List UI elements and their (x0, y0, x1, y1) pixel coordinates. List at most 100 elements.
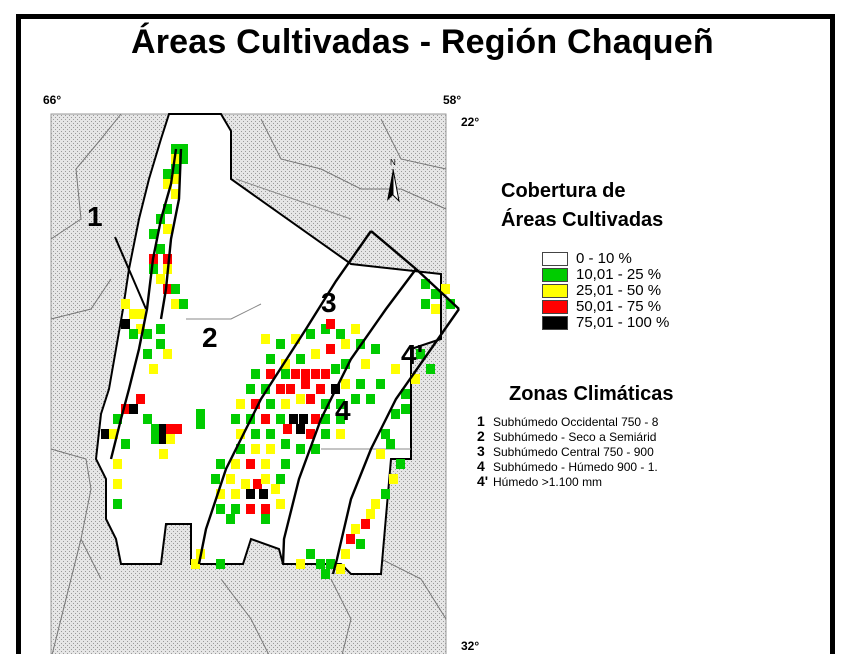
coverage-cell (381, 489, 390, 499)
coverage-cell (226, 514, 235, 524)
coverage-cell (246, 384, 255, 394)
zone-number: 3 (477, 443, 485, 459)
coverage-cell (356, 379, 365, 389)
coverage-cell (196, 409, 205, 419)
coverage-cell (251, 444, 260, 454)
coverage-cell (216, 559, 225, 569)
zone-text: Subhúmedo - Seco a Semiárid (493, 430, 657, 444)
coverage-cell (321, 324, 330, 334)
coverage-cell (266, 429, 275, 439)
coverage-cell (121, 404, 130, 414)
legend-label: 50,01 - 75 % (576, 298, 662, 315)
coverage-cell (129, 329, 138, 339)
coverage-cell (281, 369, 290, 379)
zone-number: 2 (477, 428, 485, 444)
coverage-cell (171, 299, 180, 309)
coverage-cell (391, 364, 400, 374)
coverage-cell (366, 509, 375, 519)
legend-label: 0 - 10 % (576, 250, 632, 267)
coverage-cell (191, 559, 200, 569)
coverage-cell (149, 229, 158, 239)
coverage-cell (196, 419, 205, 429)
coverage-cell (271, 484, 280, 494)
coverage-cell (251, 369, 260, 379)
zone1-pointer (114, 236, 147, 310)
coverage-cell (261, 459, 270, 469)
coverage-cell (296, 559, 305, 569)
coverage-cell (321, 399, 330, 409)
coverage-cell (421, 299, 430, 309)
coverage-cell (416, 349, 425, 359)
coverage-cell (311, 369, 320, 379)
legend-swatch (542, 284, 568, 298)
coverage-cell (276, 384, 285, 394)
coverage-cell (163, 284, 172, 294)
region-map: N (50, 113, 460, 654)
coverage-cell (251, 399, 260, 409)
coverage-cell (311, 444, 320, 454)
coverage-cell (159, 434, 168, 444)
coverage-cell (306, 329, 315, 339)
province-boundaries (50, 113, 447, 654)
coverage-cell (136, 324, 145, 334)
coverage-cell (121, 439, 130, 449)
zone-number: 4 (477, 458, 485, 474)
coverage-cell (356, 539, 365, 549)
coverage-cell (261, 514, 270, 524)
coverage-cell (401, 389, 410, 399)
coverage-cell (113, 414, 122, 424)
coverage-cell (241, 479, 250, 489)
coverage-cell (296, 354, 305, 364)
coverage-cell (231, 459, 240, 469)
coverage-cell (351, 324, 360, 334)
coverage-cell (179, 154, 188, 164)
coverage-cell (281, 359, 290, 369)
coverage-cell (163, 224, 172, 234)
coverage-cell (351, 524, 360, 534)
coord-lon-west: 66° (43, 93, 62, 107)
coverage-cell (326, 319, 335, 329)
coverage-cell (149, 364, 158, 374)
legend-swatch (542, 316, 568, 330)
coord-lat-north: 22° (461, 115, 480, 129)
coverage-cell (316, 384, 325, 394)
legend-swatch (542, 268, 568, 282)
zones-title: Zonas Climáticas (509, 383, 674, 405)
coverage-cell (211, 474, 220, 484)
coverage-cell (286, 384, 295, 394)
zone-label-4prime: 4' (401, 339, 424, 370)
zone-number: 4' (477, 473, 489, 489)
coverage-cell (276, 414, 285, 424)
coverage-cell (306, 394, 315, 404)
coverage-cell (386, 439, 395, 449)
coverage-cell (336, 399, 345, 409)
coord-lon-east: 58° (443, 93, 462, 107)
coverage-cell (401, 404, 410, 414)
coverage-cell (166, 424, 175, 434)
coverage-cell (441, 284, 450, 294)
legend-swatch (542, 252, 568, 266)
coverage-cell (301, 369, 310, 379)
coverage-cell (156, 339, 165, 349)
coverage-cell (281, 459, 290, 469)
coverage-cell (216, 489, 225, 499)
svg-text:N: N (390, 158, 396, 167)
coverage-cell (101, 429, 110, 439)
coverage-cell (431, 289, 440, 299)
coverage-cell (121, 319, 130, 329)
coverage-cell (261, 414, 270, 424)
coverage-cell (216, 504, 225, 514)
coverage-cell (253, 479, 262, 489)
coverage-cell (163, 254, 172, 264)
coverage-cell (236, 429, 245, 439)
coverage-cell (296, 394, 305, 404)
zone-text: Húmedo >1.100 mm (493, 475, 603, 489)
zone-text: Subhúmedo Central 750 - 900 (493, 445, 654, 459)
coverage-cell (236, 444, 245, 454)
coverage-cell (346, 534, 355, 544)
coverage-cell (311, 349, 320, 359)
coverage-cell (336, 564, 345, 574)
coverage-cell (143, 349, 152, 359)
coverage-cell (296, 444, 305, 454)
coverage-cell (446, 299, 455, 309)
